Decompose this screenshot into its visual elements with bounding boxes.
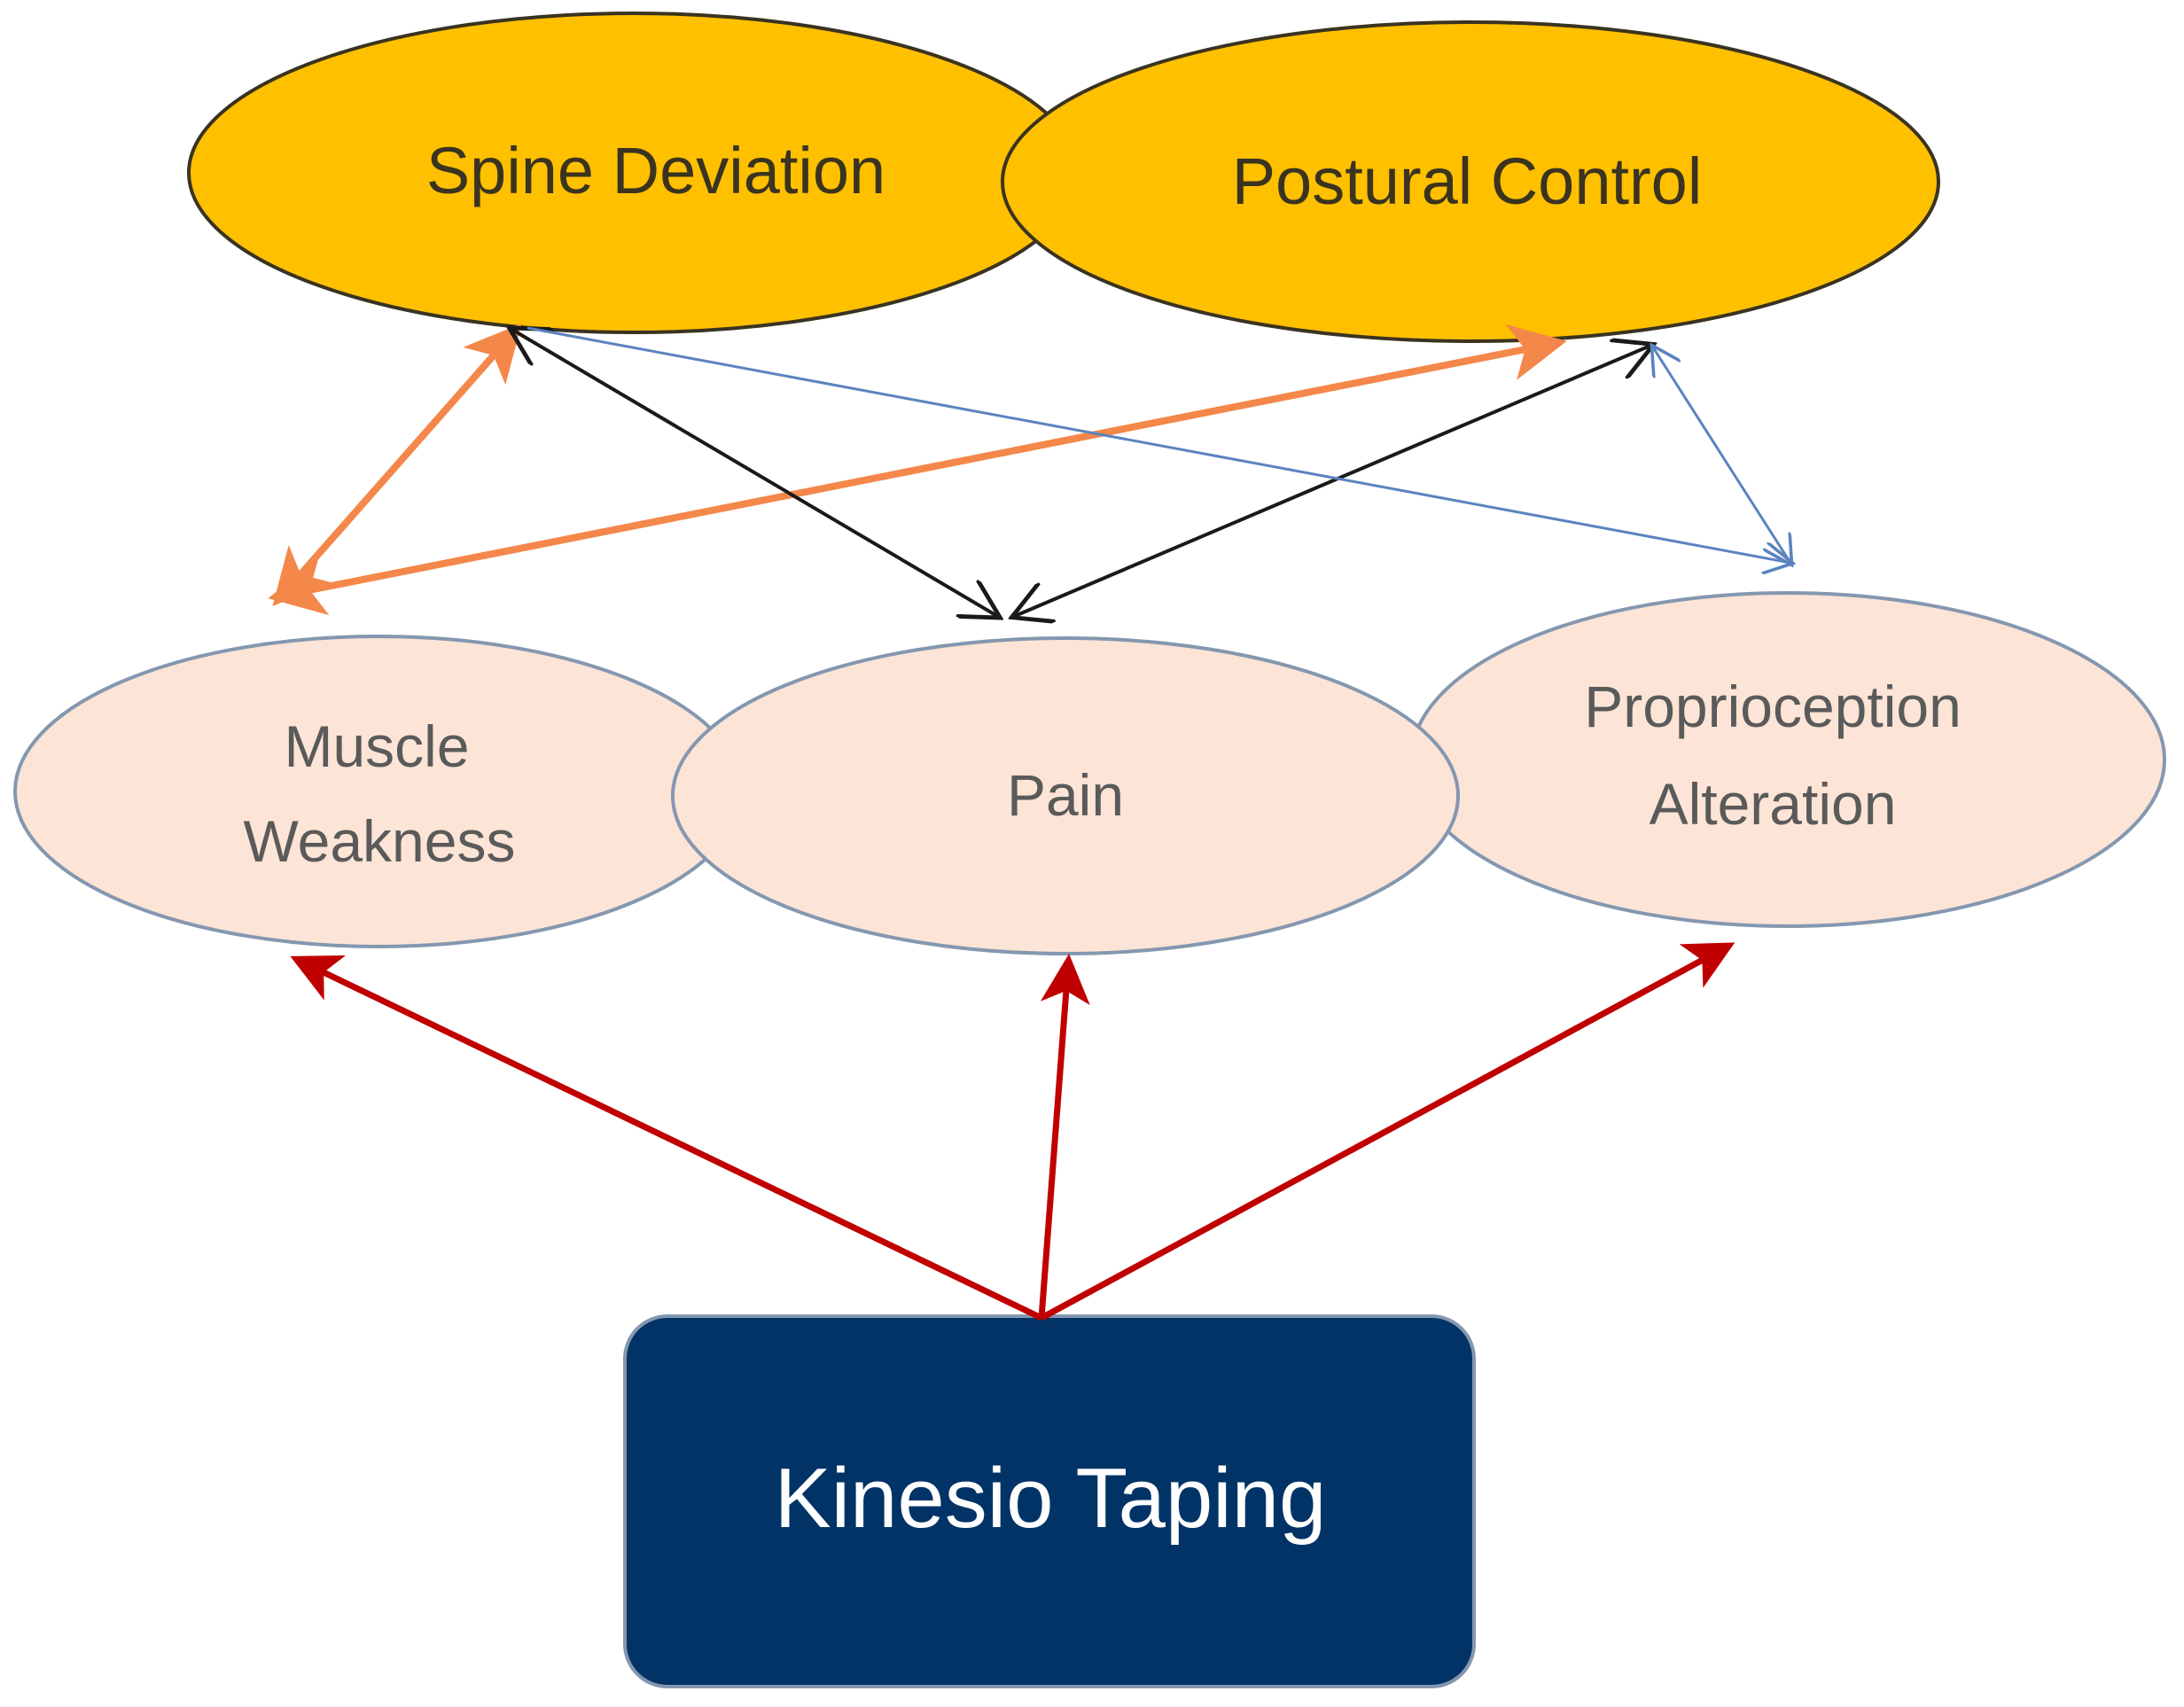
arrow-postural-control-pain xyxy=(1015,346,1650,616)
kinesio-taping-label: Kinesio Taping xyxy=(775,1451,1327,1546)
arrow-postural-control-proprioception xyxy=(1653,347,1790,563)
pain-node: Pain xyxy=(671,636,1460,955)
spine-deviation-label: Spine Deviation xyxy=(426,134,885,207)
postural-control-label: Postural Control xyxy=(1232,144,1703,218)
muscle-weakness-node: Muscle Weakness xyxy=(13,635,744,948)
arrow-kinesio-taping-proprioception xyxy=(1040,942,1736,1321)
arrow-spine-deviation-pain xyxy=(512,330,997,616)
pain-ellipse xyxy=(671,636,1460,955)
arrow-spine-deviation-proprioception xyxy=(526,326,1790,563)
proprioception-alteration-ellipse xyxy=(1409,591,2166,928)
postural-control-node: Postural Control xyxy=(1001,20,1940,343)
muscle-weakness-label-line1: Muscle xyxy=(284,713,469,779)
arrow-kinesio-taping-muscle-weakness xyxy=(290,955,1043,1321)
pain-label: Pain xyxy=(1007,762,1124,828)
arrow-kinesio-taping-pain xyxy=(1038,954,1090,1319)
proprioception-alteration-node: Proprioception Alteration xyxy=(1409,591,2166,928)
spine-deviation-node: Spine Deviation xyxy=(187,12,1080,334)
kinesio-taping-node: Kinesio Taping xyxy=(623,1314,1476,1688)
proprioception-alteration-label-line2: Alteration xyxy=(1650,771,1897,837)
proprioception-alteration-label-line1: Proprioception xyxy=(1584,674,1962,739)
muscle-weakness-label-line2: Weakness xyxy=(244,808,516,874)
muscle-weakness-ellipse xyxy=(13,635,744,948)
